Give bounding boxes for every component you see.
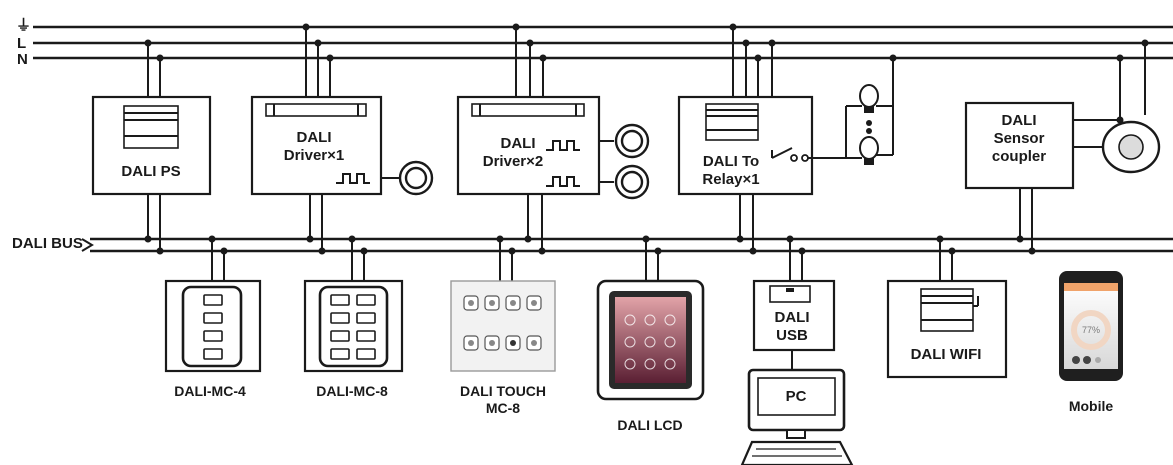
wifi-label: DALI WIFI bbox=[911, 346, 982, 363]
driver-1-label-line2: Driver×1 bbox=[284, 147, 344, 164]
light-bulb-icon bbox=[859, 136, 879, 165]
bulb-group bbox=[845, 84, 893, 165]
bus-arrow-icon bbox=[81, 238, 94, 252]
dim-signal-icon bbox=[546, 176, 580, 187]
mc-8-label: DALI-MC-8 bbox=[316, 383, 388, 399]
keypad-button-icon bbox=[203, 330, 223, 342]
keypad-button-icon bbox=[203, 348, 223, 360]
dali-driver-1-device: DALI Driver×1 bbox=[250, 95, 434, 196]
mobile-screen-value: 77% bbox=[1082, 325, 1100, 335]
keypad-button-icon bbox=[203, 294, 223, 306]
relay-label-line1: DALI To bbox=[703, 153, 759, 170]
usb-port-icon bbox=[769, 285, 811, 303]
driver-2-label-line1: DALI bbox=[501, 135, 536, 152]
driver-1-label-line1: DALI bbox=[297, 129, 332, 146]
lcd-label: DALI LCD bbox=[617, 417, 682, 433]
earth-rail-label: ⏚ bbox=[16, 17, 31, 34]
lamp-ring-icon bbox=[614, 123, 650, 159]
usb-label-line2: USB bbox=[776, 327, 808, 344]
fluorescent-tube-icon bbox=[265, 103, 367, 117]
dali-lcd-device: DALI LCD bbox=[596, 279, 705, 433]
driver-2-label-line2: Driver×2 bbox=[483, 153, 543, 170]
dali-mc-8-device: DALI-MC-8 bbox=[303, 279, 404, 399]
touch-button-grid bbox=[463, 295, 542, 351]
keypad-faceplate bbox=[181, 285, 243, 368]
dali-usb-device: DALI USB bbox=[752, 279, 836, 370]
junction-dots bbox=[144, 23, 1149, 255]
motion-sensor-icon bbox=[1101, 120, 1161, 174]
dali-ps-device: DALI PS bbox=[91, 95, 212, 196]
lamp-ring-icon bbox=[614, 164, 650, 200]
din-module-icon bbox=[123, 105, 179, 149]
dali-touch-mc-8-device: DALI TOUCH MC-8 bbox=[450, 280, 556, 416]
dali-relay-device: DALI To Relay×1 bbox=[677, 95, 846, 196]
neutral-rail-label: N bbox=[17, 51, 28, 68]
bus-connections bbox=[147, 188, 1033, 281]
dali-wifi-device: DALI WIFI bbox=[886, 279, 1008, 379]
mains-rails bbox=[33, 25, 1173, 60]
line-rail-label: L bbox=[17, 35, 26, 52]
dali-driver-2-device: DALI Driver×2 bbox=[456, 95, 650, 200]
touch-label-line1: DALI TOUCH bbox=[460, 383, 546, 399]
dali-bus-label: DALI BUS bbox=[12, 235, 83, 252]
relay-switch-icon bbox=[771, 147, 846, 162]
dim-signal-icon bbox=[336, 173, 370, 184]
touch-label-line2: MC-8 bbox=[486, 400, 520, 416]
din-module-icon bbox=[920, 288, 979, 332]
dali-sensor-coupler-device: DALI Sensor coupler bbox=[964, 101, 1161, 190]
keypad-faceplate bbox=[318, 285, 389, 368]
pc-device: PC bbox=[740, 368, 854, 465]
dali-bus bbox=[81, 237, 1173, 253]
usb-label-line1: DALI bbox=[775, 309, 810, 326]
dim-signal-icon bbox=[546, 140, 580, 151]
sensor-label-line2: Sensor bbox=[994, 130, 1045, 147]
sensor-label-line1: DALI bbox=[1002, 112, 1037, 129]
mc-4-label: DALI-MC-4 bbox=[174, 383, 246, 399]
lamp-ring-icon bbox=[398, 160, 434, 196]
sensor-label-line3: coupler bbox=[992, 148, 1046, 165]
mobile-label: Mobile bbox=[1069, 398, 1114, 414]
dali-ps-label: DALI PS bbox=[121, 163, 180, 180]
din-module-icon bbox=[705, 103, 759, 141]
pc-label: PC bbox=[786, 388, 807, 405]
light-bulb-icon bbox=[859, 84, 879, 113]
relay-label-line2: Relay×1 bbox=[702, 171, 759, 188]
keypad-button-icon bbox=[203, 312, 223, 324]
keyboard-icon bbox=[740, 440, 854, 465]
mobile-device: 77% Mobile bbox=[1059, 271, 1123, 414]
fluorescent-tube-icon bbox=[471, 103, 585, 117]
dali-mc-4-device: DALI-MC-4 bbox=[164, 279, 262, 399]
